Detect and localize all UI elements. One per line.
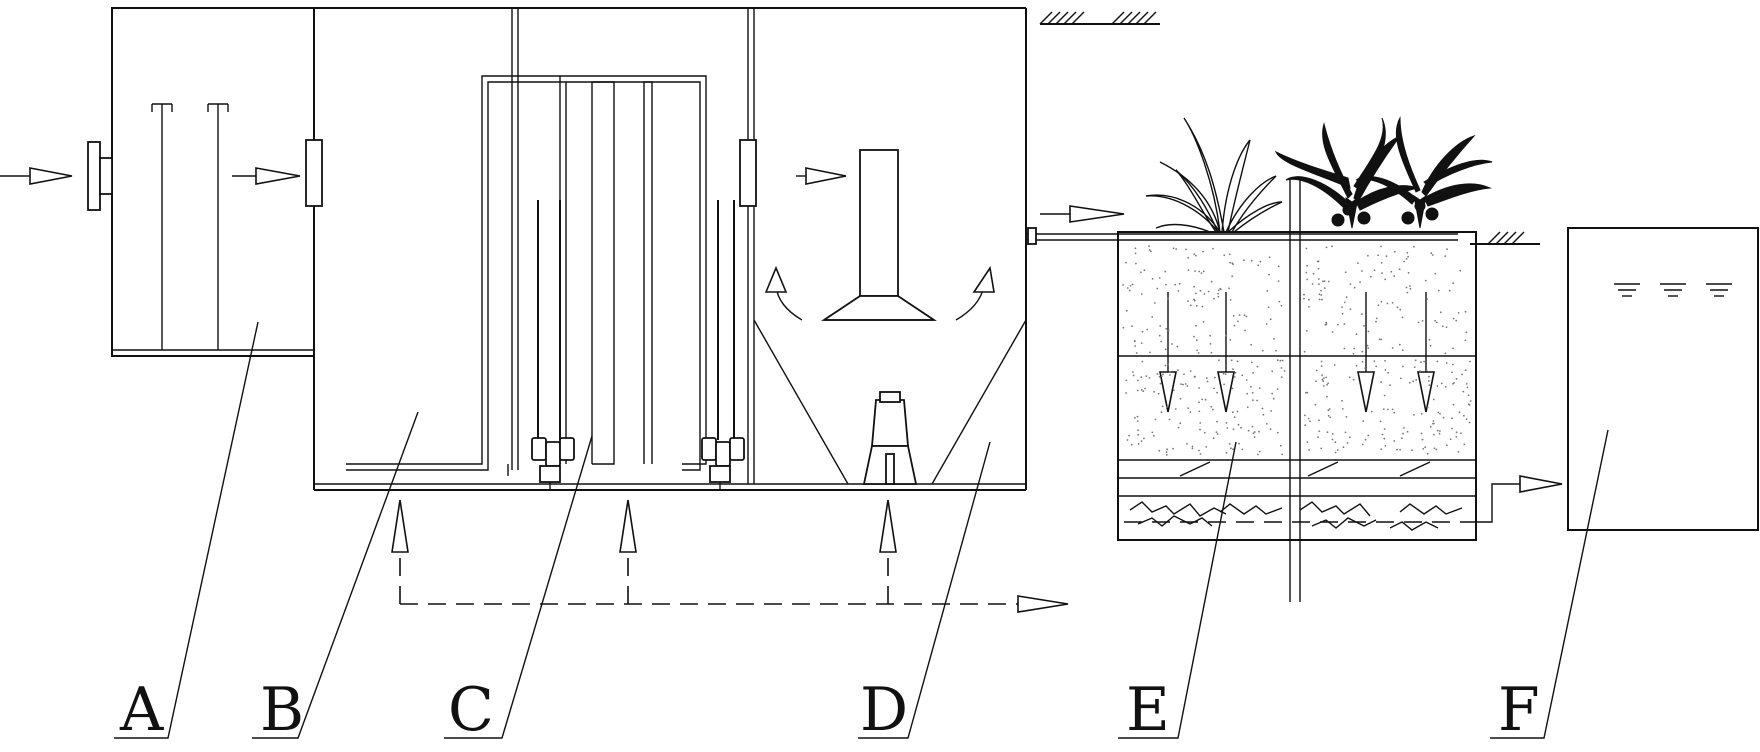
main-tank xyxy=(305,7,1027,491)
diffuser-assembly-right xyxy=(701,437,745,490)
aeration-pipe-network xyxy=(346,75,707,476)
sludge-return-line xyxy=(391,499,1069,613)
tank-a xyxy=(87,7,315,357)
wetland-bed xyxy=(1026,180,1563,602)
air-lift-tubes xyxy=(537,200,735,440)
label-a: A xyxy=(119,675,164,745)
clear-water-tank xyxy=(1567,227,1759,531)
water-level-symbols xyxy=(1614,283,1732,297)
inflow-arrow xyxy=(0,167,73,185)
flow-arrow-c-to-d xyxy=(796,167,847,185)
flow-arrow-a-to-b xyxy=(232,167,301,185)
submersible-pump xyxy=(862,391,918,485)
label-f: F xyxy=(1498,675,1540,745)
flow-arrow-d-left xyxy=(764,265,803,321)
wetland-plant-middle xyxy=(1274,117,1420,229)
diffuser-assembly-left xyxy=(531,437,575,490)
flow-arrow-d-right xyxy=(955,265,995,321)
label-e: E xyxy=(1126,675,1170,745)
sand-texture xyxy=(1122,245,1472,456)
wetland-plant-right xyxy=(1355,116,1493,229)
wetland-plant-left xyxy=(1145,117,1283,233)
leader-lines xyxy=(114,321,1609,739)
flow-arrow-d-to-e xyxy=(1040,205,1125,223)
label-c: C xyxy=(448,675,494,745)
label-d: D xyxy=(860,675,908,745)
center-well xyxy=(821,149,937,321)
label-b: B xyxy=(260,675,304,745)
ground-hatch-symbols xyxy=(1039,11,1540,245)
